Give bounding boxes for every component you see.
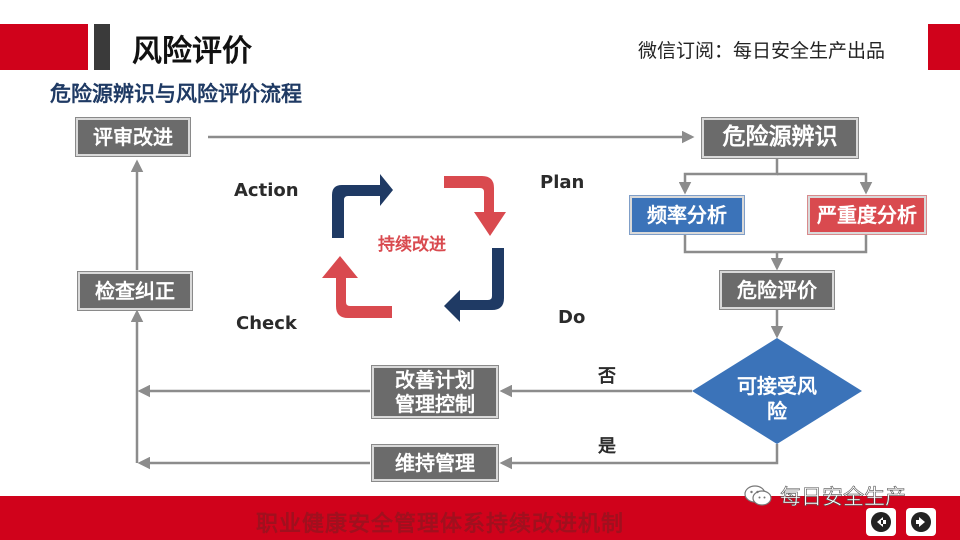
- decision-diamond: [692, 338, 862, 444]
- cycle-label-plan: Plan: [540, 172, 585, 193]
- cycle-arrow-action: [332, 174, 393, 238]
- node-hazard-identification: 危险源辨识: [701, 117, 859, 159]
- arrow-yes-to-maintain: [499, 444, 779, 470]
- cycle-label-do: Do: [558, 307, 586, 328]
- node-frequency-analysis: 频率分析: [629, 195, 745, 235]
- pdca-cycle: [322, 174, 506, 322]
- header-left-dark-bar: [94, 24, 110, 70]
- prev-button[interactable]: [866, 508, 896, 536]
- header-left-red-bar: [0, 24, 88, 70]
- node-severity-analysis: 严重度分析: [807, 195, 927, 235]
- wechat-watermark: 每日安全生产: [744, 482, 906, 510]
- line-merge-left: [683, 234, 777, 254]
- cycle-label-check: Check: [236, 313, 297, 334]
- cycle-arrow-plan: [444, 176, 506, 236]
- arrow-hazard-split-right: [777, 172, 873, 195]
- decision-label: 可接受风险: [717, 374, 837, 424]
- decision-label-text: 可接受风险: [737, 374, 817, 423]
- edge-label-no: 否: [598, 366, 616, 387]
- footer-text: 职业健康安全管理体系持续改进机制: [256, 512, 625, 537]
- arrow-hazard-split-left: [678, 156, 779, 195]
- section-title: 危险源辨识与风险评价流程: [50, 82, 302, 106]
- edge-label-yes: 是: [598, 436, 616, 457]
- watermark-text: 每日安全生产: [780, 485, 907, 510]
- cycle-center-label: 持续改进: [378, 235, 446, 255]
- cycle-arrow-check: [322, 256, 392, 318]
- header-right-red-bar: [928, 24, 960, 70]
- node-review: 评审改进: [75, 117, 191, 157]
- line-merge-right: [777, 234, 868, 254]
- page-title: 风险评价: [132, 34, 252, 69]
- next-button[interactable]: [906, 508, 936, 536]
- node-improvement-plan-line2: 管理控制: [395, 392, 475, 416]
- node-improvement-plan-line1: 改善计划: [395, 368, 475, 392]
- arrow-left-icon: [871, 512, 891, 532]
- wechat-icon: [744, 484, 772, 508]
- arrow-right-icon: [911, 512, 931, 532]
- header-subtitle: 微信订阅：每日安全生产出品: [638, 40, 886, 62]
- cycle-arrow-do: [444, 248, 504, 322]
- footer-bar: [0, 496, 960, 540]
- node-improvement-plan: 改善计划 管理控制: [371, 365, 499, 419]
- node-check-correct: 检查纠正: [77, 271, 193, 311]
- node-maintain-management: 维持管理: [371, 444, 499, 482]
- node-risk-evaluation: 危险评价: [719, 270, 835, 310]
- cycle-label-action: Action: [234, 180, 299, 201]
